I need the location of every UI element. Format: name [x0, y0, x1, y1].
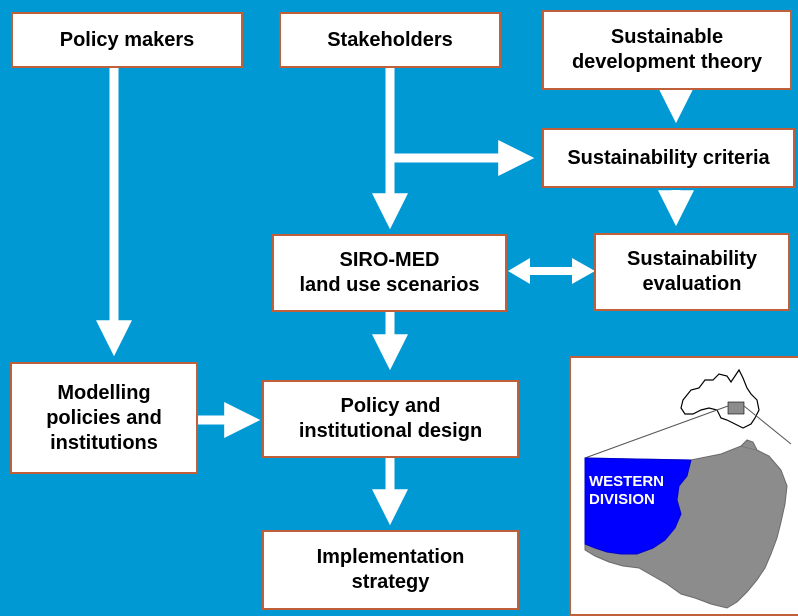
map-panel: WESTERN DIVISION — [569, 356, 798, 616]
zoom-line-right — [743, 405, 792, 445]
nsw-map — [584, 368, 792, 609]
western-division-region — [584, 457, 692, 555]
flow-arrows — [96, 66, 694, 526]
implementation-box: Implementation strategy — [262, 530, 519, 610]
stakeholders-label: Stakeholders — [327, 28, 453, 51]
implementation-label: Implementation strategy — [316, 546, 465, 593]
policy-design-box: Policy and institutional design — [262, 380, 519, 458]
sustainability-evaluation-label: Sustainability evaluation — [626, 248, 758, 295]
sustainable-theory-box: Sustainable development theory — [542, 10, 792, 90]
zoom-line-left — [584, 405, 729, 459]
sustainable-theory-label: Sustainable development theory — [571, 26, 763, 73]
modelling-label: Modelling policies and institutions — [46, 381, 162, 454]
siro-med-label: SIRO-MED land use scenarios — [299, 249, 480, 296]
arrow-siro-med-evaluation-bidirectional — [508, 258, 595, 284]
sustainability-criteria-label: Sustainability criteria — [567, 146, 770, 169]
nsw-highlight-icon — [727, 401, 745, 415]
modelling-box: Modelling policies and institutions — [10, 362, 198, 474]
stakeholders-box: Stakeholders — [279, 12, 501, 68]
policy-makers-label: Policy makers — [59, 28, 195, 51]
siro-med-box: SIRO-MED land use scenarios — [272, 234, 507, 312]
policy-makers-box: Policy makers — [11, 12, 243, 68]
coastline-detail — [740, 439, 758, 451]
policy-design-label: Policy and institutional design — [298, 395, 483, 442]
sustainability-criteria-box: Sustainability criteria — [542, 128, 795, 188]
western-division-label: WESTERN DIVISION — [589, 473, 664, 508]
sustainability-evaluation-box: Sustainability evaluation — [594, 233, 790, 311]
